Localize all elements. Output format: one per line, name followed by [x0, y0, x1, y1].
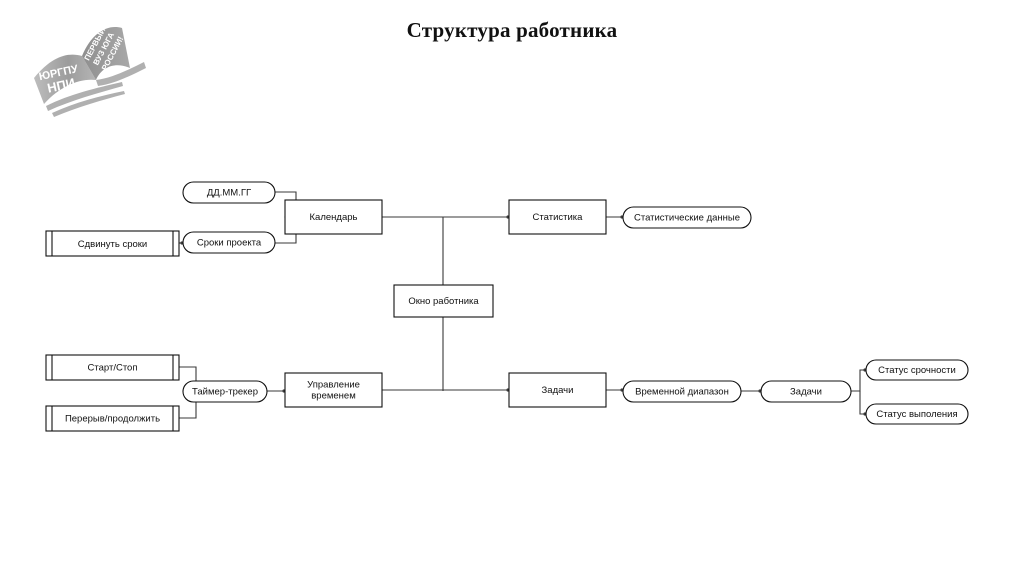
node-label: Сдвинуть сроки	[78, 239, 147, 250]
node-label: Перерыв/продолжить	[65, 414, 160, 425]
node-label: Таймер-трекер	[192, 387, 258, 398]
node-status-srochnosti[interactable]: Статус срочности	[865, 359, 969, 381]
logo-text-npi: НПИ	[46, 75, 77, 96]
edge-zadachi2-to-srochnost	[851, 369, 866, 392]
node-sdvinut-sroki[interactable]: Сдвинуть сроки	[45, 230, 180, 257]
node-kalendar[interactable]: Календарь	[284, 199, 383, 235]
logo-fine-print	[46, 62, 146, 117]
node-label: Окно работника	[408, 296, 479, 307]
node-label: ДД.ММ.ГГ	[207, 188, 251, 199]
node-start-stop[interactable]: Старт/Стоп	[45, 354, 180, 381]
node-label: Задачи	[542, 385, 574, 396]
node-sroki-proekta[interactable]: Сроки проекта	[182, 231, 276, 254]
node-dd-mm-gg[interactable]: ДД.ММ.ГГ	[182, 181, 276, 204]
node-vremennoy-diapazon[interactable]: Временной диапазон	[622, 380, 742, 403]
node-label: Календарь	[310, 212, 358, 223]
node-label: Статистические данные	[634, 213, 740, 224]
node-statistika[interactable]: Статистика	[508, 199, 607, 235]
logo-banner-left: ЮРГПУ НПИ	[34, 54, 96, 104]
node-label: Сроки проекта	[197, 238, 262, 249]
node-zadachi-stadium[interactable]: Задачи	[760, 380, 852, 403]
node-label: Старт/Стоп	[88, 363, 138, 374]
node-status-vypoleniya[interactable]: Статус выполения	[865, 403, 969, 425]
node-statisticheskie-dannye[interactable]: Статистические данные	[622, 206, 752, 229]
page-title: Структура работника	[406, 18, 618, 42]
node-label-line1: Управление	[307, 380, 360, 391]
node-zadachi-rect[interactable]: Задачи	[508, 372, 607, 408]
node-pereryv-prodolzhit[interactable]: Перерыв/продолжить	[45, 405, 180, 432]
node-label: Статистика	[533, 212, 584, 223]
node-label: Задачи	[790, 387, 822, 398]
edge-zadachi2-to-vypolnenie	[859, 391, 866, 415]
node-label: Статус срочности	[878, 365, 956, 376]
node-upravlenie-vremenem[interactable]: Управление временем	[284, 372, 383, 408]
node-label: Временной диапазон	[635, 387, 729, 398]
node-label: Статус выполения	[876, 409, 957, 420]
node-taymer-treker[interactable]: Таймер-трекер	[182, 380, 268, 403]
node-label-line2: временем	[311, 391, 356, 402]
yurgpu-npi-logo: ЮРГПУ НПИ ПЕРВЫЙ ВУЗ ЮГА РОССИИ!	[34, 26, 146, 117]
node-okno-rabotnika[interactable]: Окно работника	[393, 284, 494, 318]
